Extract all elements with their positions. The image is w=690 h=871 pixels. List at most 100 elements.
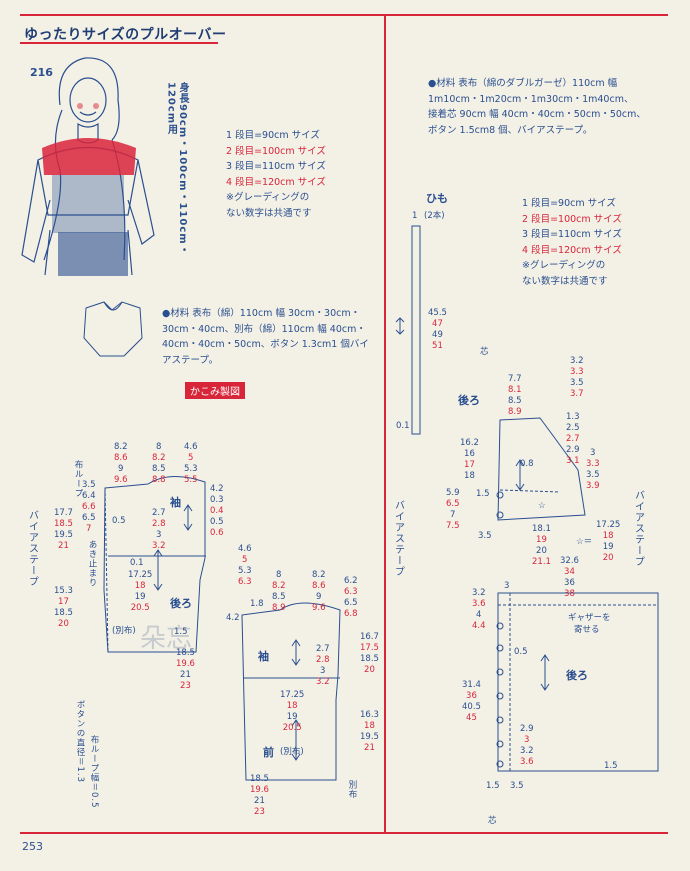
dim-misc: 3.5: [510, 781, 524, 791]
size-row-3: 3 段目=110cm サイズ: [226, 161, 326, 172]
himo-title: ひも: [426, 192, 448, 205]
size-range-vertical: 身長90cm・100cm・110cm・120cm用: [165, 82, 189, 256]
sleeve-label: 袖: [170, 496, 181, 509]
materials-right-line: ●材料 表布（綿のダブルガーゼ）110cm 幅: [428, 78, 618, 89]
front-label: 前: [263, 746, 274, 759]
size-legend-left: 1 段目=90cm サイズ 2 段目=100cm サイズ 3 段目=110cm …: [226, 128, 326, 221]
materials-left-line: アステープ。: [162, 354, 219, 366]
materials-right: ●材料 表布（綿のダブルガーゼ）110cm 幅 1m10cm・1m20cm・1m…: [428, 76, 668, 138]
size-row-3: 3 段目=110cm サイズ: [522, 229, 622, 240]
betsununo-label: (別布): [280, 747, 304, 757]
himo-count: (2本): [424, 211, 445, 221]
back-label: 後ろ: [170, 597, 192, 610]
shin-label: 芯: [488, 816, 497, 826]
gather-note: ギャザーを 寄せる: [568, 612, 611, 636]
grading-note-1: ※グレーディングの: [522, 260, 606, 271]
page-number: 253: [22, 840, 43, 853]
kakomi-badge: かこみ製図: [185, 382, 245, 399]
top-rule: [20, 14, 668, 16]
betsununo-label: (別布): [112, 626, 136, 636]
size-row-1: 1 段目=90cm サイズ: [226, 130, 320, 141]
dim-misc: 3.5: [478, 531, 492, 541]
dim-misc: 0.8: [520, 459, 534, 469]
materials-left-line: 40cm・40cm・50cm、ボタン 1.3cm1 個バイ: [162, 339, 369, 350]
size-row-2: 2 段目=100cm サイズ: [226, 145, 326, 157]
himo-top: 1: [412, 211, 418, 221]
dim-misc: 1.5: [604, 761, 618, 771]
grading-note-2: ない数字は共通です: [522, 275, 608, 287]
gather-note-line: ギャザーを: [568, 613, 611, 623]
materials-left: ●材料 表布（綿）110cm 幅 30cm・30cm・ 30cm・40cm、別布…: [162, 306, 372, 368]
gather-note-line: 寄せる: [574, 625, 600, 635]
loop-label: 布ループ: [73, 460, 83, 498]
betsununo-label: 別布: [347, 780, 357, 799]
bottom-rule: [20, 832, 668, 834]
dim-misc: 4.2: [226, 613, 240, 623]
page-title: ゆったりサイズのプルオーバー: [24, 27, 227, 43]
star-mark: ☆: [538, 501, 546, 511]
aki-label: あき止まり: [87, 540, 97, 588]
sleeve-label: 袖: [258, 650, 269, 663]
back-collar-label: 後ろ: [458, 394, 480, 407]
title-underline: [20, 42, 218, 44]
materials-right-line: 接着芯 90cm 幅 40cm・40cm・50cm・50cm、: [428, 109, 646, 120]
size-row-1: 1 段目=90cm サイズ: [522, 198, 616, 209]
watermark: 朵忘: [140, 624, 193, 654]
materials-left-line: 30cm・40cm、別布（綿）110cm 幅 40cm・: [162, 323, 366, 335]
item-number: 216: [30, 66, 53, 79]
size-row-4: 4 段目=120cm サイズ: [522, 244, 622, 256]
materials-right-line: ボタン 1.5cm8 個、バイアステープ。: [428, 124, 593, 136]
dim-misc: 0.1: [130, 558, 144, 568]
size-row-2: 2 段目=100cm サイズ: [522, 213, 622, 225]
star-eq: ☆＝: [576, 537, 593, 547]
dim-misc: 1.5: [174, 627, 188, 637]
grading-note-1: ※グレーディングの: [226, 192, 310, 203]
dim-misc: 1.5: [476, 489, 490, 499]
dim-misc: 1.5: [486, 781, 500, 791]
himo-bottom: 0.1: [396, 421, 410, 431]
loop-width-note: 布ループ幅＝0.5: [89, 735, 99, 809]
bias-tape-label: バイアステープ: [26, 510, 38, 587]
size-legend-right: 1 段目=90cm サイズ 2 段目=100cm サイズ 3 段目=110cm …: [522, 196, 622, 289]
back-body-label: 後ろ: [566, 669, 588, 682]
dim-misc: 1.8: [250, 599, 264, 609]
dim-misc: 0.5: [112, 516, 126, 526]
materials-right-line: 1m10cm・1m20cm・1m30cm・1m40cm、: [428, 93, 634, 105]
dim-misc: 3: [504, 581, 510, 591]
grading-note-2: ない数字は共通です: [226, 207, 312, 219]
shin-label: 芯: [480, 347, 489, 357]
bias-tape-label: バイアステープ: [392, 500, 404, 577]
center-divider: [384, 14, 386, 834]
button-note: ボタンの直径＝1.3: [75, 700, 85, 784]
